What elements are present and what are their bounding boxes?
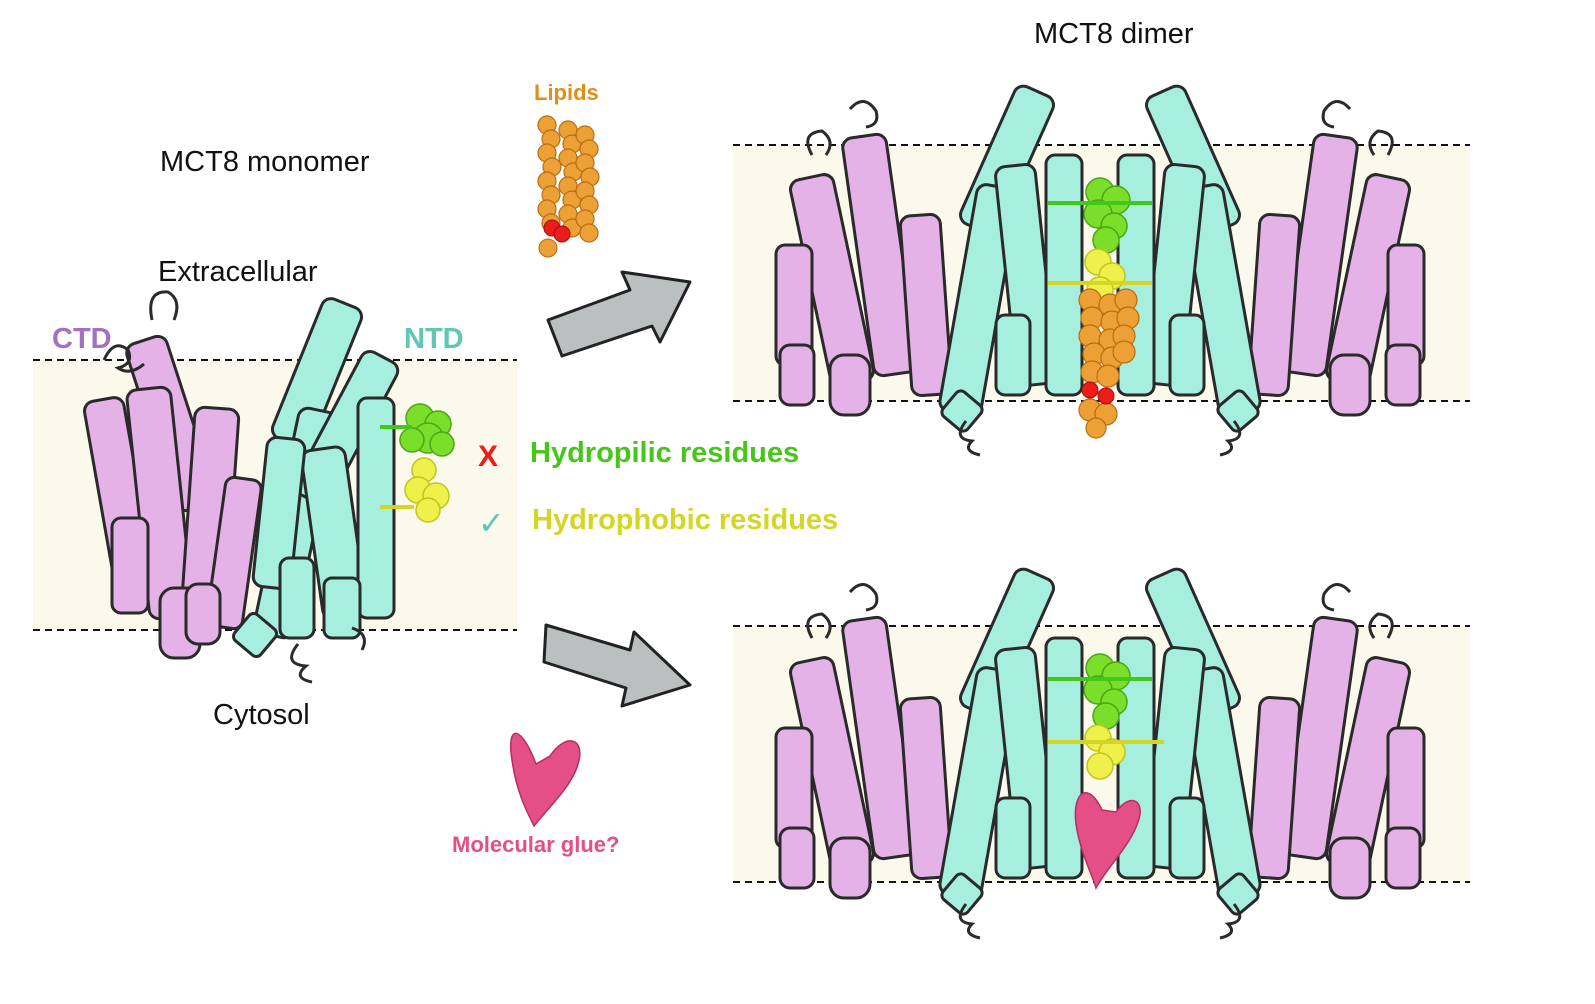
molecular-glue-icon	[510, 732, 581, 828]
arrow-to-lipid-dimer	[546, 270, 692, 358]
cytosol-label: Cytosol	[213, 699, 310, 731]
monomer-title: MCT8 monomer	[160, 146, 370, 178]
lipids-label: Lipids	[534, 80, 599, 105]
monomer-hydrophilic-residues	[399, 403, 455, 457]
lipid-molecule	[537, 115, 600, 258]
hydrophilic-residues-label: Hydropilic residues	[530, 437, 800, 469]
extracellular-label: Extracellular	[158, 256, 318, 288]
ntd-label: NTD	[404, 323, 464, 355]
top-dimer-structure	[774, 81, 1426, 457]
hydrophobic-residues-label: Hydrophobic residues	[532, 504, 839, 536]
ctd-label: CTD	[52, 323, 112, 355]
bottom-dimer-structure	[774, 564, 1426, 940]
molecular-glue-label: Molecular glue?	[452, 832, 620, 857]
check-mark-icon: ✓	[478, 504, 505, 542]
arrow-to-glue-dimer	[542, 623, 692, 708]
monomer-hydrophobic-residues	[404, 457, 450, 523]
dimer-title: MCT8 dimer	[1034, 18, 1194, 50]
cross-mark-icon: X	[478, 440, 498, 473]
glue-in-dimer-icon	[1074, 792, 1141, 890]
